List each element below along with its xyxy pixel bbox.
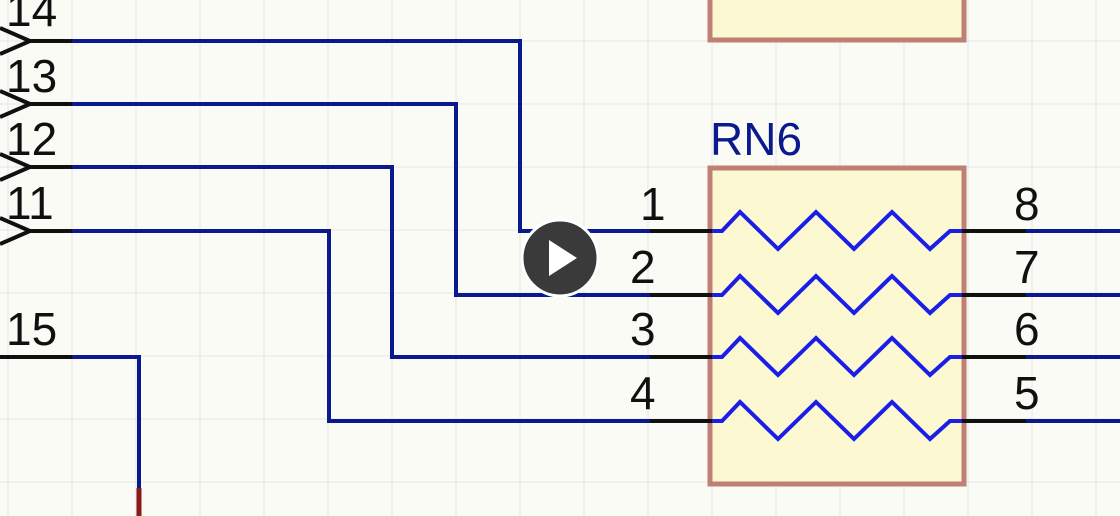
pins [650, 229, 1026, 423]
pin-number-4: 4 [630, 367, 656, 419]
net-label-15: 15 [6, 303, 57, 355]
pin-number-3: 3 [630, 303, 656, 355]
resistor-zigzags [712, 209, 962, 442]
net-label-11: 11 [6, 177, 54, 229]
wire-net-12[interactable] [70, 165, 650, 359]
wire-net-11[interactable] [70, 229, 650, 423]
wire-net-15[interactable] [0, 355, 141, 490]
play-button[interactable] [520, 218, 600, 298]
net-label-12: 12 [6, 113, 57, 165]
resistor-2-7 [712, 273, 962, 316]
net-label-14: 14 [6, 0, 57, 36]
wire-net-14[interactable] [70, 39, 650, 233]
play-icon [549, 240, 577, 276]
pin-number-6: 6 [1014, 303, 1040, 355]
net-label-13: 13 [6, 50, 57, 102]
net-labels: 14 13 12 11 15 [6, 0, 57, 355]
pin-number-7: 7 [1014, 241, 1040, 293]
pin-number-8: 8 [1014, 178, 1040, 230]
component-designator: RN6 [710, 113, 802, 165]
resistor-4-5 [712, 399, 962, 442]
pin-number-2: 2 [630, 241, 656, 293]
pin-numbers: 1 2 3 4 8 7 6 5 [630, 178, 1040, 419]
resistor-1-8 [712, 209, 962, 252]
upper-component-body[interactable] [707, 0, 967, 43]
pin-number-5: 5 [1014, 367, 1040, 419]
port-arrows [0, 26, 72, 359]
resistor-3-6 [712, 335, 962, 378]
pin-number-1: 1 [640, 178, 666, 230]
